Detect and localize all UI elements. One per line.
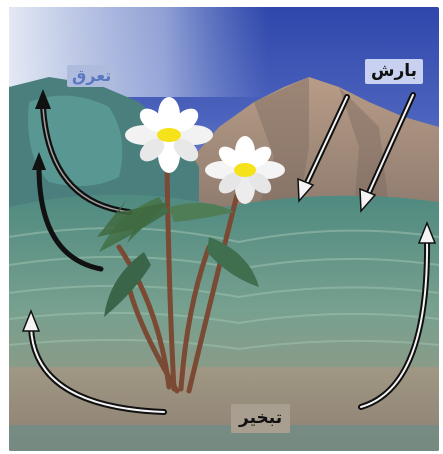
precipitation-label: بارش <box>365 59 423 84</box>
water-cycle-scene: تعرق بارش تبخير <box>9 7 439 451</box>
transpiration-label: تعرق <box>67 65 116 87</box>
evaporation-label: تبخير <box>231 404 290 433</box>
ground-strip <box>9 425 439 451</box>
